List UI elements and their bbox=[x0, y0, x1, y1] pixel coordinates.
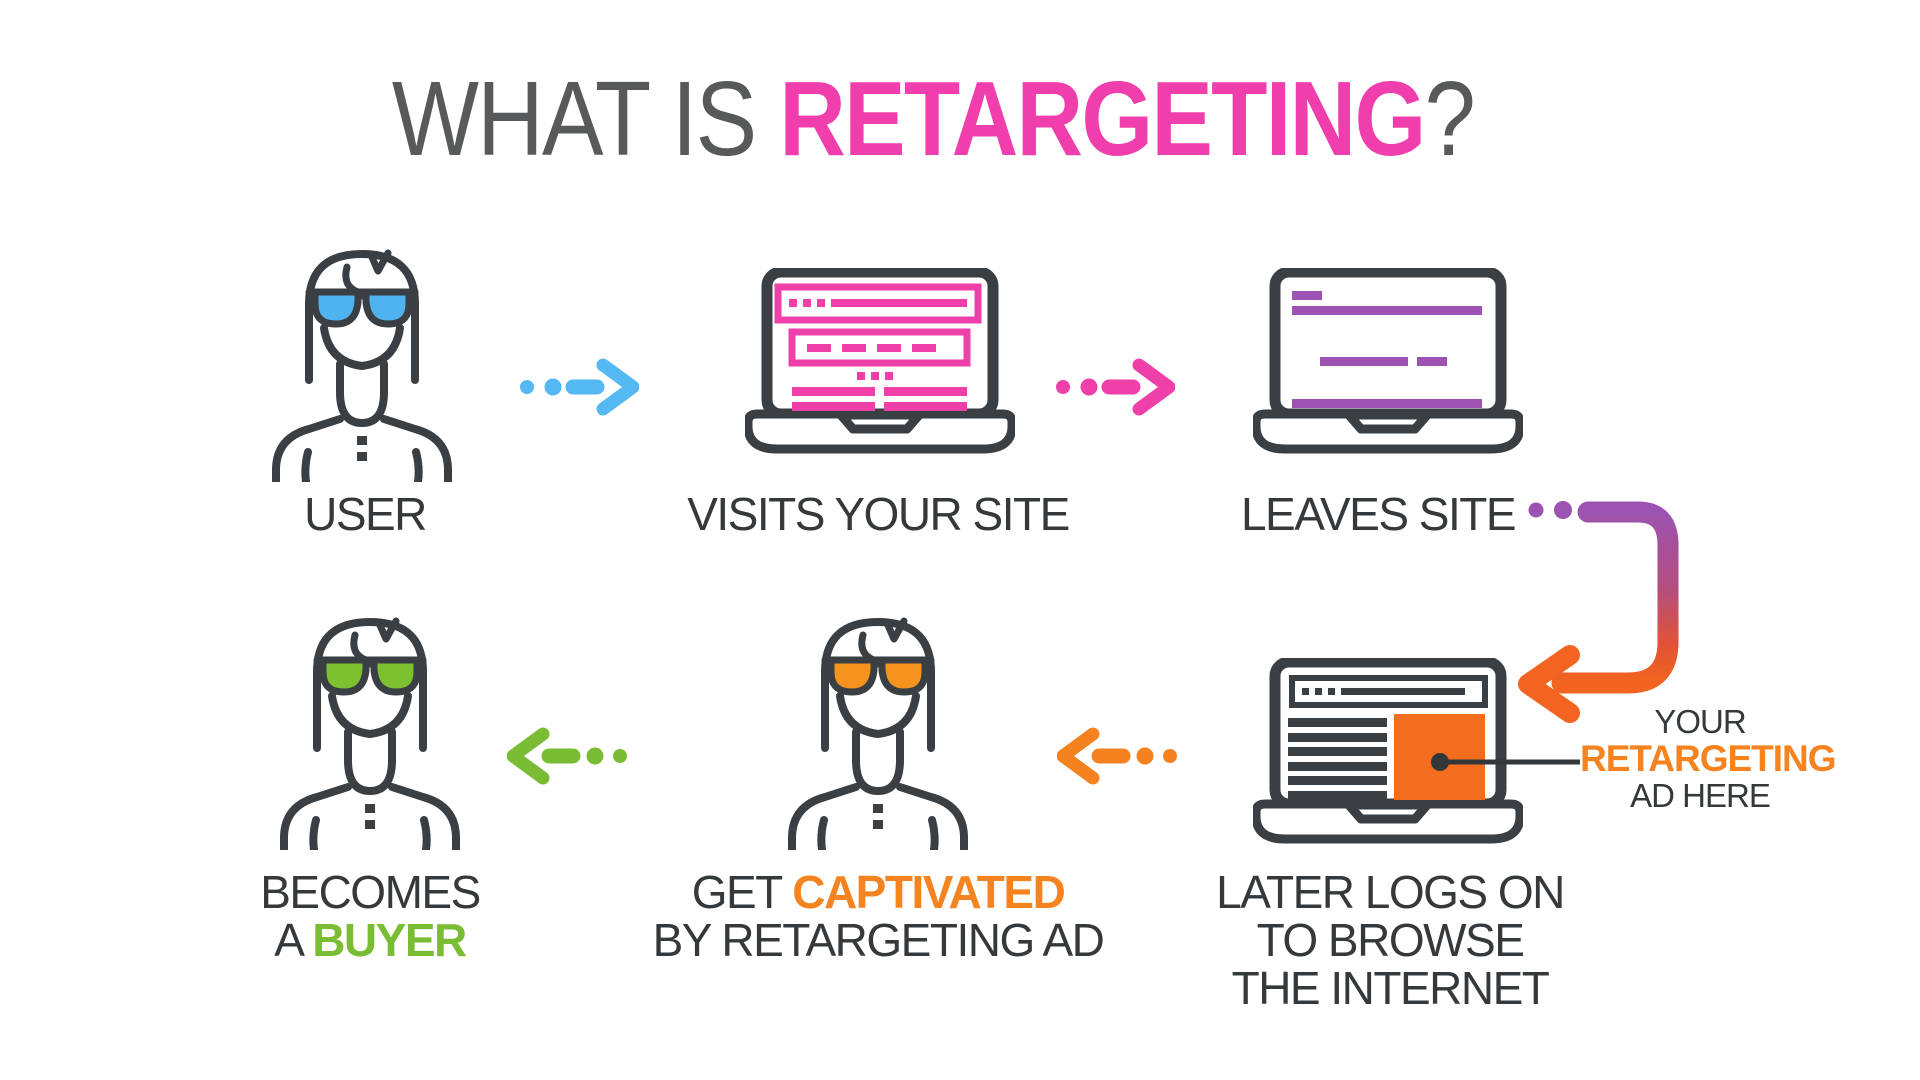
pink-website-content bbox=[774, 283, 982, 411]
label-user-text: USER bbox=[304, 488, 427, 540]
label-later-line2: TO BROWSE bbox=[1256, 914, 1525, 966]
label-a-text: A bbox=[274, 914, 313, 966]
label-becomes-a-buyer: BECOMES A BUYER bbox=[120, 868, 620, 964]
label-becomes-text: BECOMES bbox=[260, 866, 481, 918]
laptop-purple-website-icon bbox=[1253, 268, 1523, 454]
title-prefix: WHAT IS bbox=[391, 60, 780, 178]
arrow-left-green-icon bbox=[507, 727, 627, 785]
person-orange-sunglasses-icon bbox=[783, 608, 973, 850]
laptop-pink-website-icon bbox=[745, 268, 1015, 454]
page-title: WHAT IS RETARGETING? bbox=[0, 64, 1893, 174]
callout-line-1: YOUR bbox=[1654, 703, 1746, 740]
laptop-retargeting-ad-icon bbox=[1253, 658, 1523, 844]
label-leaves-text: LEAVES SITE bbox=[1240, 488, 1517, 540]
browser-page-content bbox=[1288, 675, 1488, 800]
purple-website-content bbox=[1292, 291, 1482, 408]
title-question-mark: ? bbox=[1424, 60, 1476, 178]
label-get-captivated: GET CAPTIVATED BY RETARGETING AD bbox=[628, 868, 1128, 964]
label-visits-your-site: VISITS YOUR SITE bbox=[628, 490, 1128, 538]
label-visits-text: VISITS YOUR SITE bbox=[687, 488, 1070, 540]
title-highlight: RETARGETING bbox=[779, 60, 1426, 178]
label-later-logs-on: LATER LOGS ON TO BROWSE THE INTERNET bbox=[1140, 868, 1640, 1012]
callout-pointer-line bbox=[1431, 753, 1580, 771]
label-leaves-site: LEAVES SITE bbox=[1128, 490, 1628, 538]
label-buyer-text: BUYER bbox=[312, 914, 467, 966]
arrow-left-orange-icon bbox=[1057, 727, 1177, 785]
arrow-right-pink-icon bbox=[1056, 358, 1175, 416]
callout-line-3: AD HERE bbox=[1630, 777, 1771, 814]
retargeting-ad-callout: YOUR RETARGETING AD HERE bbox=[1580, 703, 1837, 814]
arrow-right-blue-icon bbox=[520, 358, 639, 416]
person-green-sunglasses-icon bbox=[275, 608, 465, 850]
label-later-line1: LATER LOGS ON bbox=[1216, 866, 1565, 918]
person-blue-sunglasses-icon bbox=[267, 240, 457, 482]
label-captivated-text: CAPTIVATED bbox=[792, 866, 1066, 918]
label-later-line3: THE INTERNET bbox=[1231, 962, 1550, 1014]
label-by-retargeting-ad-text: BY RETARGETING AD bbox=[652, 914, 1105, 966]
label-get-text: GET bbox=[691, 866, 793, 918]
curved-arrow-purple-to-orange-icon bbox=[1518, 501, 1679, 723]
callout-line-2: RETARGETING bbox=[1580, 738, 1837, 779]
label-user: USER bbox=[115, 490, 615, 538]
